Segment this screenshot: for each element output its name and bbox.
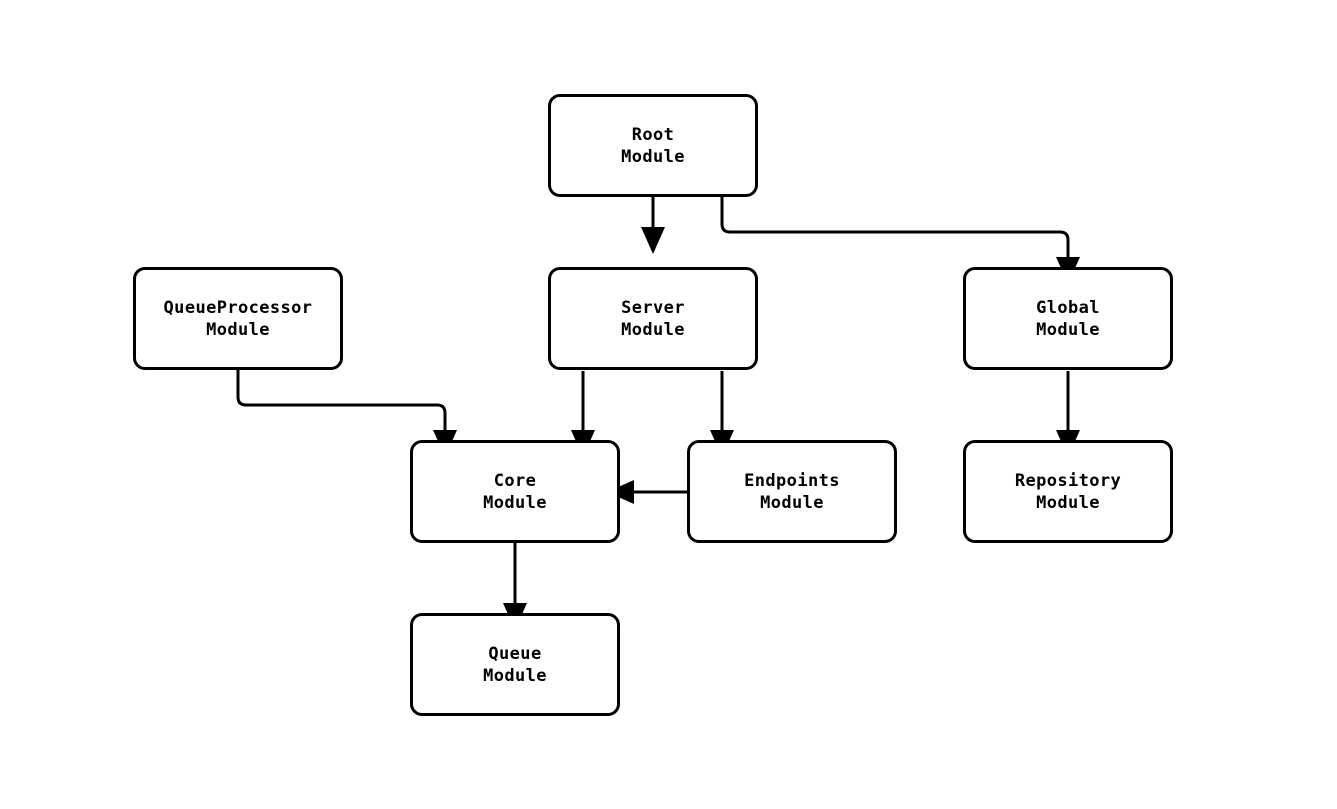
node-global-module-line2: Module	[1036, 319, 1100, 340]
node-global-module[interactable]: Global Module	[963, 267, 1173, 370]
node-endpoints-module[interactable]: Endpoints Module	[687, 440, 897, 543]
node-queue-module-line2: Module	[483, 665, 547, 686]
node-repository-module[interactable]: Repository Module	[963, 440, 1173, 543]
node-repository-module-line1: Repository	[1014, 470, 1122, 491]
node-root-module-line1: Root	[631, 124, 675, 145]
node-root-module-line2: Module	[621, 146, 685, 167]
node-repository-module-line2: Module	[1036, 492, 1100, 513]
node-core-module[interactable]: Core Module	[410, 440, 620, 543]
node-root-module[interactable]: Root Module	[548, 94, 758, 197]
node-core-module-line2: Module	[483, 492, 547, 513]
edge-root-to-global	[720, 197, 1080, 284]
node-endpoints-module-line2: Module	[760, 492, 824, 513]
node-core-module-line1: Core	[493, 470, 537, 491]
node-server-module-line2: Module	[621, 319, 685, 340]
node-queue-module-line1: Queue	[488, 643, 542, 664]
node-global-module-line1: Global	[1036, 297, 1100, 318]
node-queueprocessor-module-line2: Module	[206, 319, 270, 340]
node-endpoints-module-line1: Endpoints	[744, 470, 840, 491]
node-server-module-line1: Server	[621, 297, 685, 318]
edge-queueprocessor-to-core	[236, 370, 457, 457]
node-server-module[interactable]: Server Module	[548, 267, 758, 370]
node-queueprocessor-module-line1: QueueProcessor	[163, 297, 313, 318]
node-queue-module[interactable]: Queue Module	[410, 613, 620, 716]
node-queueprocessor-module[interactable]: QueueProcessor Module	[133, 267, 343, 370]
